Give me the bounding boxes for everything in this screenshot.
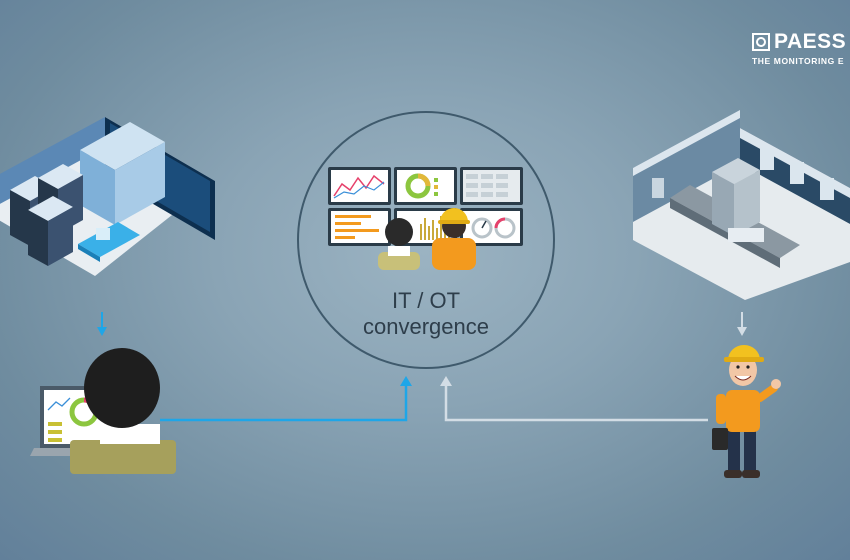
brand-icon [752, 33, 770, 51]
it-down-arrow [97, 312, 107, 336]
ot-factory-icon [633, 110, 850, 300]
brand-tagline: THE MONITORING E [752, 56, 845, 66]
it-admin-icon [30, 348, 176, 474]
it-connection-arrow [160, 376, 412, 422]
convergence-line2: convergence [363, 314, 489, 339]
convergence-line1: IT / OT [391, 288, 461, 313]
ot-connection-arrow [440, 376, 708, 422]
monitoring-wall-icon [328, 167, 523, 246]
ot-down-arrow [737, 312, 747, 336]
brand-logo: PAESS THE MONITORING E [752, 30, 846, 66]
operators-icon [378, 208, 476, 270]
brand-name: PAESS [774, 30, 847, 53]
it-datacenter-icon [0, 117, 215, 276]
ot-worker-icon [712, 345, 781, 478]
convergence-label: IT / OT convergence [298, 288, 554, 340]
convergence-circle [297, 111, 555, 369]
